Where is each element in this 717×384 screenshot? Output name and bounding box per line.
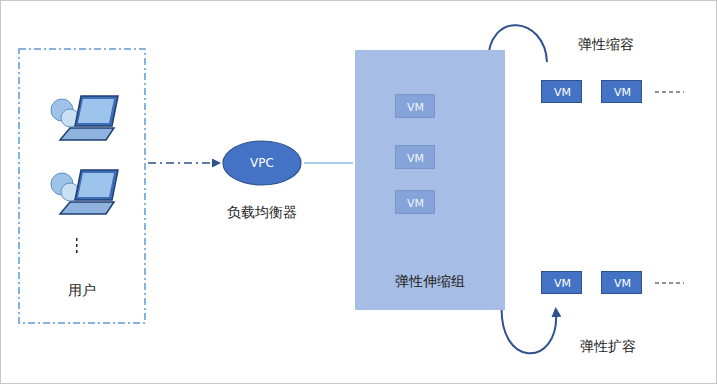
node-label: 负载均衡器 [227,204,297,222]
outline [19,49,145,323]
node-label: VM [554,277,571,290]
node-label: VM [407,101,424,114]
scaling-group-box: 弹性伸缩组 VM VM VM [355,50,505,310]
load-balancer-ellipse: VPC负载均衡器 [222,140,302,186]
node-label: VM [614,86,631,99]
vm-box: VM [601,80,642,103]
node-label: 弹性伸缩组 [395,273,465,291]
node-label: VM [407,197,424,210]
node-label: VM [407,152,424,165]
ellipse [223,141,301,185]
connector-line [148,162,220,164]
node-label: VPC [250,156,274,170]
vm-box: VM [541,80,582,103]
connector-line [304,162,353,163]
laptop-icon [51,170,118,214]
vm-box: VM [395,145,435,169]
user-group: 用户 [18,48,146,324]
vm-box: VM [541,271,582,294]
node-label: 用户 [68,282,96,300]
node-label: VM [614,277,631,290]
vm-box: VM [395,94,435,118]
scale-out-arc [502,300,557,353]
annotation-label: 弹性缩容 [578,36,634,54]
laptop-icon [51,96,118,140]
node-label: VM [554,86,571,99]
annotation-label: 弹性扩容 [580,338,636,356]
vm-box: VM [395,190,435,214]
vm-box: VM [601,271,642,294]
ellipsis-dashes [655,92,684,283]
